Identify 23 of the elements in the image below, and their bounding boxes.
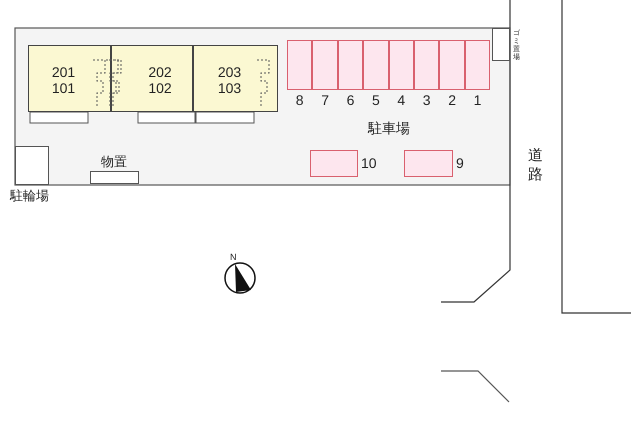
space-number: 4 [396, 92, 406, 108]
lot-label: 駐車場 [368, 120, 410, 138]
unit-number: 201 [50, 64, 76, 80]
space-number: 10 [361, 155, 377, 171]
north-label: N [230, 252, 236, 262]
space-number: 1 [472, 92, 482, 108]
apartment-unit [193, 45, 278, 112]
unit-number: 103 [216, 80, 242, 96]
area-label: 物置 [101, 154, 127, 169]
apartment-unit [28, 45, 111, 112]
space-number: 9 [456, 155, 464, 171]
area-label: 駐輪場 [10, 188, 49, 203]
space-number: 5 [370, 92, 381, 108]
space-number: 7 [320, 92, 330, 108]
road-label: 道路 [528, 146, 543, 184]
unit-number: 203 [216, 64, 242, 80]
unit-number: 202 [147, 64, 173, 80]
unit-number: 101 [50, 80, 76, 96]
space-number: 2 [447, 92, 457, 108]
space-number: 6 [346, 92, 356, 108]
space-number: 8 [294, 92, 305, 108]
unit-number: 102 [147, 80, 173, 96]
space-number: 3 [422, 92, 432, 108]
